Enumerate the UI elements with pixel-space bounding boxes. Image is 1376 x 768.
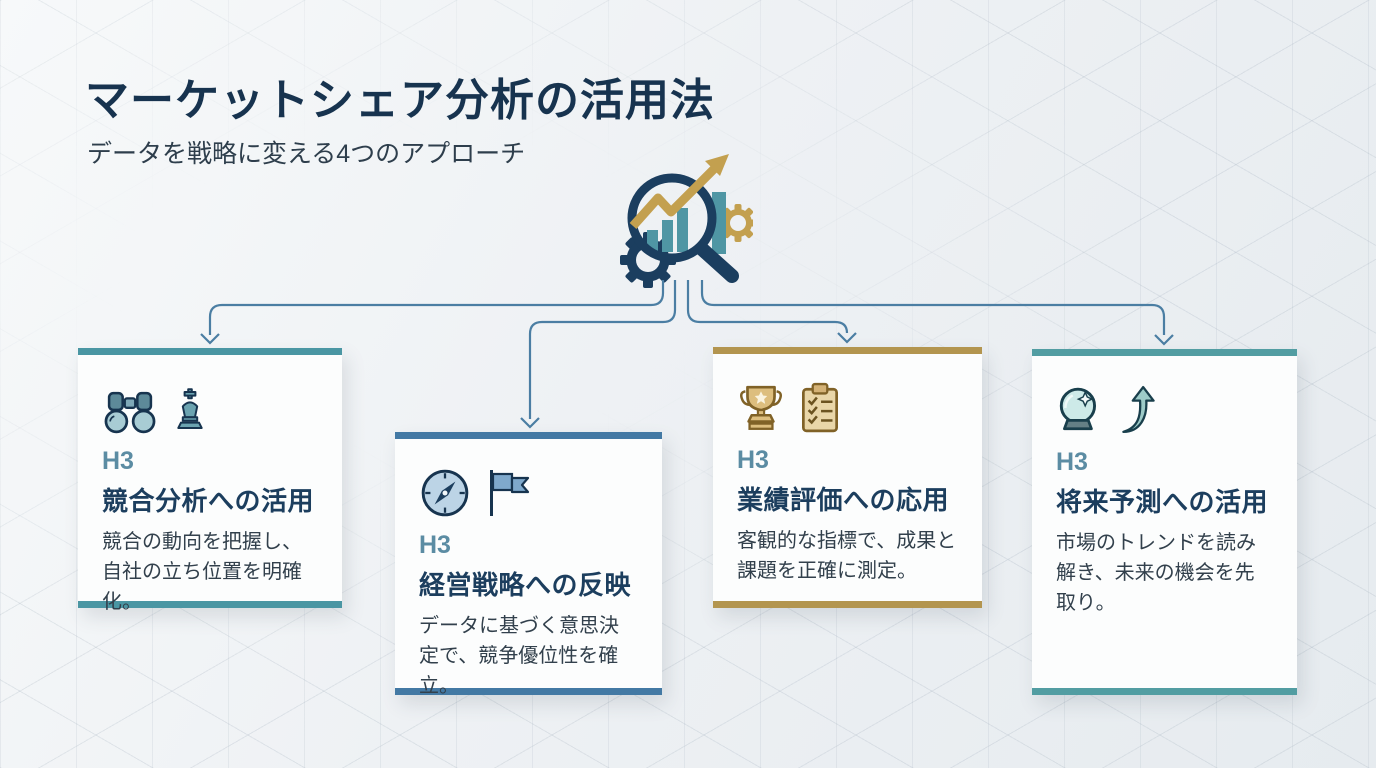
card-title: 将来予測への活用: [1056, 487, 1269, 517]
card-icon-row: [1056, 382, 1273, 436]
tall-bar: [712, 192, 726, 254]
magnifier-handle: [695, 242, 739, 283]
strategy-flag-icon: [490, 470, 530, 516]
card-icon-row: [737, 380, 958, 434]
arrowhead-card-1: [200, 333, 220, 345]
curved-up-arrow-icon: [1122, 385, 1155, 433]
card-heading-label: H3: [1056, 448, 1088, 476]
page-title: マーケットシェア分析の活用法: [85, 76, 715, 125]
page-subtitle: データを戦略に変える4つのアプローチ: [87, 140, 526, 168]
binoculars-icon: [104, 391, 156, 434]
card-heading-label: H3: [419, 531, 451, 559]
trend-arrow: [629, 154, 729, 229]
gold-gear-icon: [719, 204, 753, 242]
card-icon-row: [102, 381, 318, 435]
card-management-strategy: H3 経営戦略への反映 データに基づく意思決定で、競争優位性を確立。: [395, 432, 662, 697]
card-body: 市場のトレンドを読み解き、未来の機会を先取り。: [1056, 532, 1256, 614]
chess-king-icon: [177, 388, 203, 429]
card-body: 競合の動向を把握し、自社の立ち位置を明確化。: [102, 531, 302, 613]
card-icon-row: [419, 465, 638, 519]
card-competitive-analysis: H3 競合分析への活用 競合の動向を把握し、自社の立ち位置を明確化。: [78, 348, 342, 613]
checklist-clipboard-icon: [802, 382, 838, 433]
compass-icon: [421, 469, 469, 517]
connector-to-card-1: [208, 280, 665, 335]
card-title: 競合分析への活用: [102, 486, 315, 516]
arrowhead-card-3: [837, 332, 857, 344]
market-analysis-magnifier-chart-gears-icon: [620, 154, 753, 288]
card-title: 業績評価への応用: [737, 485, 950, 515]
crystal-ball-icon: [1059, 387, 1097, 431]
card-future-forecast: H3 将来予測への活用 市場のトレンドを読み解き、未来の機会を先取り。: [1032, 349, 1297, 695]
card-title: 経営戦略への反映: [419, 570, 632, 600]
card-body: 客観的な指標で、成果と課題を正確に測定。: [737, 530, 957, 582]
card-heading-label: H3: [102, 447, 134, 475]
arrowhead-card-4: [1154, 334, 1174, 346]
card-performance-evaluation: H3 業績評価への応用 客観的な指標で、成果と課題を正確に測定。: [713, 347, 982, 608]
trophy-icon: [740, 385, 782, 430]
magnifier-ring: [627, 173, 717, 263]
card-body: データに基づく意思決定で、競争優位性を確立。: [419, 615, 619, 697]
connector-to-card-4: [700, 280, 1166, 335]
bar-chart: [647, 208, 688, 252]
arrowhead-card-2: [520, 417, 540, 429]
card-heading-label: H3: [737, 446, 769, 474]
connector-to-card-2: [528, 280, 677, 419]
